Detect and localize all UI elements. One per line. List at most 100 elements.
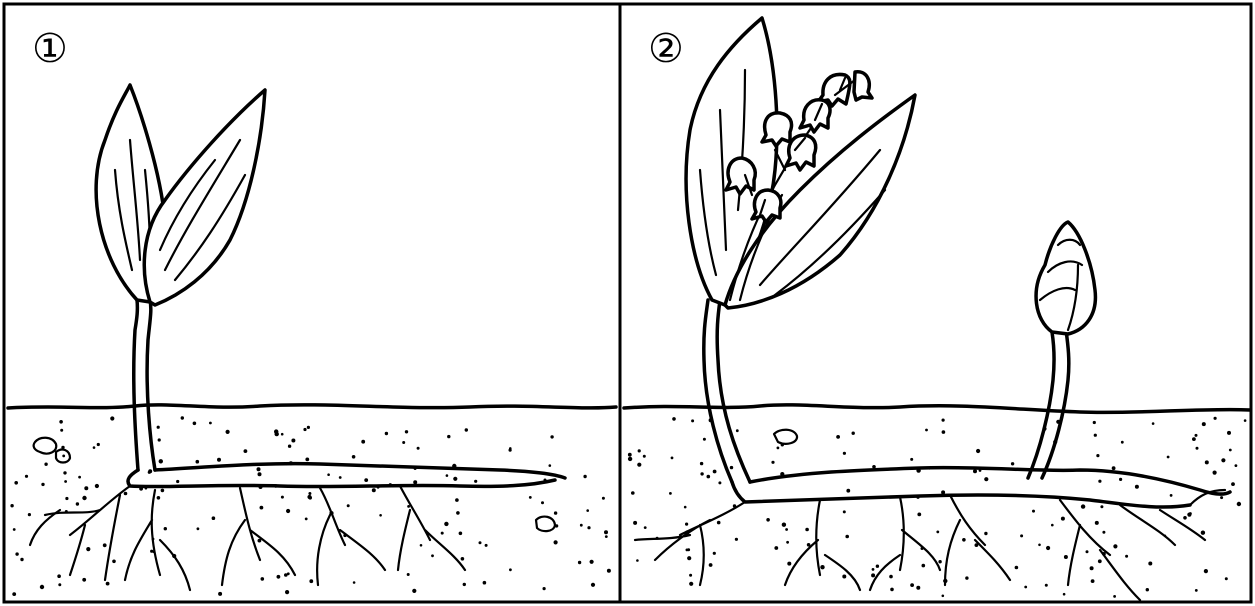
- soil-dot: [1170, 494, 1173, 497]
- soil-dot: [59, 420, 63, 424]
- bell-flower: [752, 190, 781, 222]
- soil-dot: [372, 488, 376, 492]
- soil-dot: [1229, 449, 1232, 452]
- soil-dot: [1204, 569, 1208, 573]
- soil-dot: [942, 430, 946, 434]
- panel-2-label: ②: [648, 26, 684, 72]
- soil-dot: [412, 589, 416, 593]
- soil-dot: [407, 505, 410, 508]
- soil-dot: [305, 518, 308, 521]
- soil-dot: [444, 522, 448, 526]
- soil-dot: [733, 504, 736, 507]
- soil-dot: [766, 518, 770, 522]
- soil-dot: [308, 496, 312, 500]
- pebble: [774, 430, 797, 444]
- soil-dot: [196, 460, 200, 464]
- soil-dot: [44, 463, 47, 466]
- soil-dot: [587, 526, 590, 529]
- soil-dot: [936, 531, 939, 534]
- soil-dot: [82, 496, 86, 500]
- soil-dot: [1113, 544, 1117, 548]
- soil-dot: [928, 467, 931, 470]
- soil-dot: [771, 461, 774, 464]
- soil-dot: [258, 472, 262, 476]
- soil-dot: [916, 496, 919, 499]
- soil-dot: [1051, 524, 1054, 527]
- soil-dot: [605, 535, 608, 538]
- soil-dot: [509, 568, 512, 571]
- soil-dot: [1119, 478, 1122, 481]
- soil-dot: [379, 514, 382, 517]
- soil-dot: [308, 492, 311, 495]
- soil-dot: [1195, 589, 1198, 592]
- soil-dot: [274, 429, 278, 433]
- soil-dot: [805, 528, 809, 532]
- soil-dot: [942, 595, 945, 598]
- soil-dot: [25, 475, 28, 478]
- soil-dot: [339, 476, 342, 479]
- soil-dot: [684, 506, 687, 509]
- soil-dot: [1235, 464, 1238, 467]
- soil-dot: [1064, 555, 1068, 559]
- soil-dot: [590, 560, 594, 564]
- soil-dot: [637, 463, 641, 467]
- soil-dot: [64, 480, 67, 483]
- soil-dot: [364, 478, 368, 482]
- soil-dot: [700, 472, 703, 475]
- soil-dot: [193, 422, 197, 426]
- soil-dot: [638, 449, 641, 452]
- panel-1-label: ①: [32, 26, 68, 72]
- roots-1: [45, 486, 130, 580]
- soil-dot: [420, 544, 423, 547]
- soil-dot: [1192, 437, 1196, 441]
- soil-dot: [181, 416, 184, 419]
- soil-dot: [922, 564, 926, 568]
- soil-dot: [145, 487, 148, 490]
- soil-dot: [509, 449, 512, 452]
- soil-dot: [212, 516, 216, 520]
- soil-dot: [917, 513, 921, 517]
- soil-dot: [453, 477, 457, 481]
- soil-dot: [62, 455, 65, 458]
- soil-dot: [781, 443, 784, 446]
- soil-dot: [474, 480, 477, 483]
- soil-dot: [281, 433, 284, 436]
- soil-dot: [713, 470, 717, 474]
- soil-dots-1: [10, 416, 611, 596]
- soil-dot: [343, 534, 346, 537]
- soil-dot: [785, 528, 788, 531]
- soil-dot: [713, 552, 716, 555]
- soil-dot: [549, 464, 552, 467]
- panel-1: ①: [8, 26, 616, 596]
- soil-dot: [1220, 496, 1223, 499]
- soil-dot: [1227, 431, 1231, 435]
- soil-dot: [890, 588, 894, 592]
- soil-dot: [93, 446, 96, 449]
- roots-1: [398, 486, 465, 570]
- soil-dot: [124, 492, 128, 496]
- soil-dot: [465, 428, 468, 431]
- soil-dot: [671, 457, 674, 460]
- soil-dot: [718, 481, 721, 484]
- roots-2: [785, 500, 860, 590]
- soil-dot: [1148, 562, 1152, 566]
- soil-dot: [226, 430, 230, 434]
- soil-dot: [63, 471, 66, 474]
- soil-dot: [777, 447, 780, 450]
- soil-dot: [644, 526, 647, 529]
- soil-dot: [1231, 482, 1235, 486]
- soil-dot: [485, 544, 488, 547]
- soil-dot: [1202, 422, 1206, 426]
- soil-dot: [274, 484, 278, 488]
- soil-dot: [385, 432, 388, 435]
- soil-dot: [84, 486, 88, 490]
- soil-dot: [730, 466, 733, 469]
- soil-dot: [10, 504, 13, 507]
- soil-dot: [82, 578, 86, 582]
- soil-dot: [1011, 462, 1014, 465]
- soil-dot: [541, 501, 544, 504]
- soil-dot: [925, 429, 928, 432]
- soil-dot: [347, 504, 350, 507]
- soil-dot: [962, 538, 966, 542]
- soil-dot: [1061, 517, 1065, 521]
